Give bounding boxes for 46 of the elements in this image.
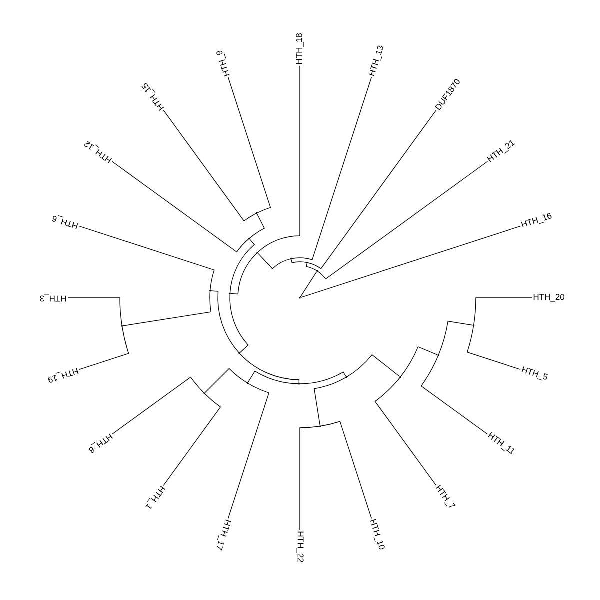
- tree-branch: [473, 298, 532, 326]
- tree-branch: [230, 252, 258, 295]
- tree-branch: [258, 253, 292, 270]
- tree-branch: [306, 110, 437, 270]
- tree-branch: [300, 226, 521, 298]
- tree-branch: [317, 161, 488, 280]
- tree-branch: [298, 372, 346, 384]
- leaf-label: HTH_3: [40, 294, 66, 302]
- leaf-label: HTH_5: [522, 366, 548, 381]
- tree-branch: [257, 66, 300, 254]
- tree-branch: [79, 226, 215, 292]
- leaf-label: HTH_18: [296, 34, 304, 64]
- tree-branch: [290, 77, 372, 260]
- tree-branch: [438, 321, 474, 356]
- tree-branch: [300, 426, 321, 530]
- tree-branch: [68, 298, 123, 326]
- tree-branch: [300, 272, 318, 298]
- tree-branch: [79, 326, 130, 370]
- tree-branch: [230, 293, 249, 354]
- tree-branch: [249, 214, 265, 240]
- tree-branch: [320, 421, 372, 519]
- branch-point: [246, 382, 249, 384]
- tree-branch: [291, 260, 308, 264]
- leaf-label: HTH_20: [534, 294, 565, 302]
- leaf-label: HTH_6: [52, 215, 78, 230]
- tree-branch: [374, 376, 437, 486]
- leaf-label: HTH_22: [296, 532, 304, 562]
- tree-branch: [210, 290, 240, 354]
- tree-branch: [400, 346, 438, 378]
- tree-branch: [306, 263, 318, 272]
- tree-branch: [248, 370, 300, 384]
- tree-branch: [230, 239, 255, 294]
- tree-branch: [421, 355, 488, 435]
- tree-branch: [112, 161, 250, 252]
- tree-branch: [122, 290, 212, 326]
- tree-branch: [239, 353, 300, 384]
- tree-branch: [346, 354, 400, 378]
- tree-branch: [228, 77, 271, 214]
- tree-branch: [228, 382, 270, 519]
- tree-branch: [204, 368, 248, 394]
- tree-branch: [314, 377, 347, 426]
- tree-branch: [163, 393, 221, 486]
- tree-branch: [112, 377, 205, 435]
- leaf-label: HTH_9: [216, 50, 230, 77]
- tree-branch: [163, 110, 258, 222]
- tree-branch: [467, 325, 521, 370]
